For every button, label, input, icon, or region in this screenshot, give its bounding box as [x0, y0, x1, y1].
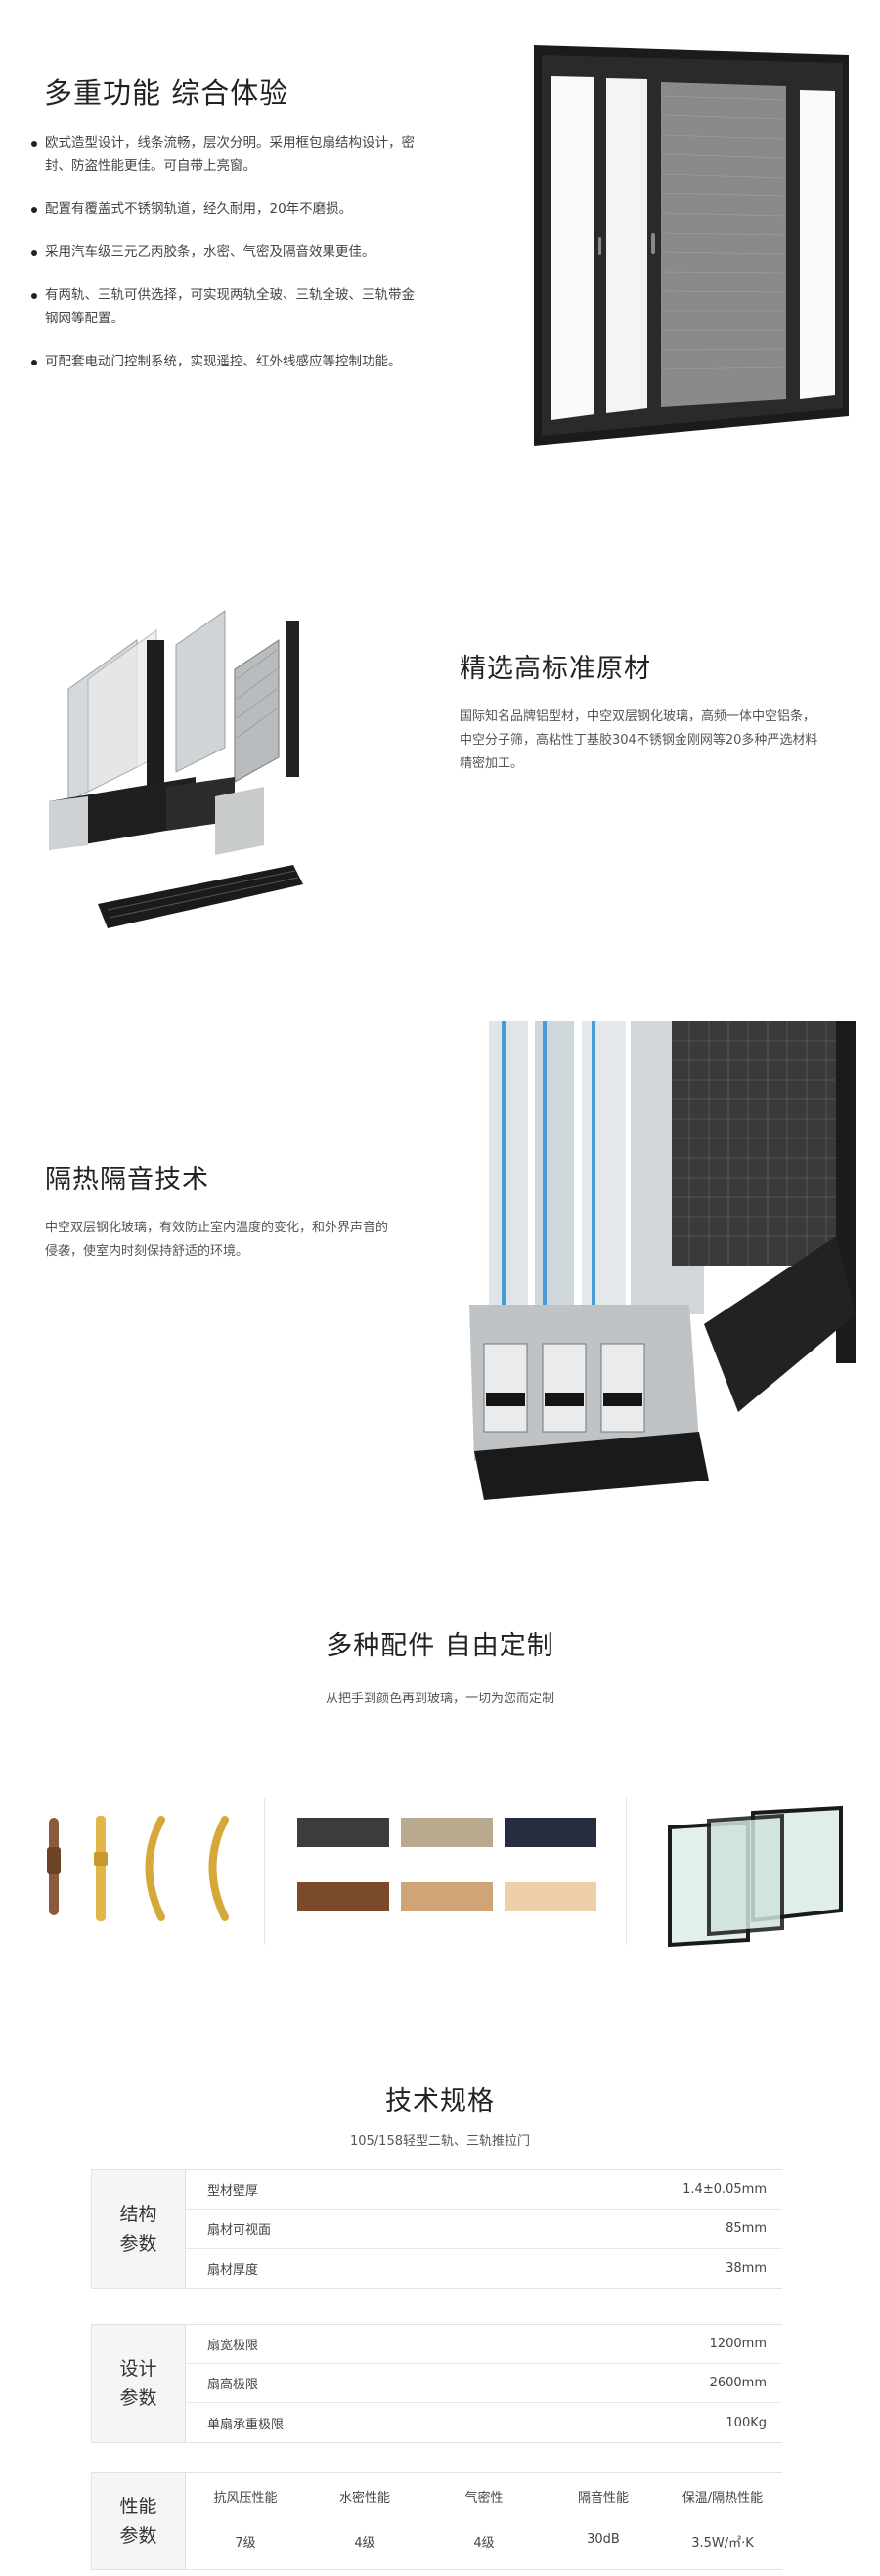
bullet-icon — [31, 207, 37, 213]
color-swatch[interactable] — [505, 1882, 596, 1911]
section4-title: 多种配件 自由定制 — [326, 1631, 554, 1661]
perf-value: 7级 — [235, 2536, 256, 2551]
perf-header: 抗风压性能 — [213, 2491, 278, 2506]
glass-panes-image — [668, 1805, 843, 1948]
feature-list: 欧式造型设计，线条流畅，层次分明。采用框包扇结构设计，密封、防盗性能更佳。可自带… — [31, 131, 422, 393]
perf-values: 7级 4级 4级 30dB 3.5W/㎡·K — [186, 2532, 782, 2551]
color-swatch[interactable] — [297, 1818, 389, 1847]
color-swatch[interactable] — [401, 1818, 493, 1847]
divider — [626, 1798, 627, 1945]
perf-headers: 抗风压性能 水密性能 气密性 隔音性能 保温/隔热性能 — [186, 2487, 782, 2506]
perf-value: 30dB — [587, 2532, 620, 2547]
section2-text: 国际知名品牌铝型材，中空双层钢化玻璃，高频一体中空铝条，中空分子筛，高粘性丁基胶… — [460, 709, 818, 771]
insulation-cutaway-image — [469, 1021, 856, 1500]
section1-title: 多重功能 综合体验 — [44, 76, 289, 109]
perf-header: 保温/隔热性能 — [682, 2491, 764, 2506]
bullet-icon — [31, 250, 37, 256]
sliding-door-image — [534, 45, 849, 446]
spec-structure-label: 结构参数 — [92, 2170, 186, 2288]
bullet-icon — [31, 293, 37, 299]
perf-header: 气密性 — [464, 2491, 504, 2506]
feature-item: 采用汽车级三元乙丙胶条，水密、气密及隔音效果更佳。 — [31, 240, 422, 264]
color-swatch[interactable] — [401, 1882, 493, 1911]
perf-value: 4级 — [473, 2536, 495, 2551]
feature-item: 配置有覆盖式不锈钢轨道，经久耐用，20年不磨损。 — [31, 197, 422, 221]
perf-header: 隔音性能 — [577, 2491, 629, 2506]
perf-value: 4级 — [354, 2536, 375, 2551]
section4-subtitle: 从把手到颜色再到玻璃，一切为您而定制 — [325, 1692, 554, 1706]
section3-title: 隔热隔音技术 — [45, 1165, 209, 1195]
feature-item: 欧式造型设计，线条流畅，层次分明。采用框包扇结构设计，密封、防盗性能更佳。可自带… — [31, 131, 422, 178]
spec-performance-label: 性能参数 — [92, 2473, 186, 2569]
section2-title: 精选高标准原材 — [460, 654, 651, 684]
perf-value: 3.5W/㎡·K — [691, 2536, 754, 2551]
spec-subtitle: 105/158轻型二轨、三轨推拉门 — [349, 2134, 530, 2149]
perf-header: 水密性能 — [338, 2491, 390, 2506]
handles-image — [47, 1816, 229, 1921]
section3-text: 中空双层钢化玻璃，有效防止室内温度的变化，和外界声音的侵袭，使室内时刻保持舒适的… — [45, 1221, 389, 1259]
profile-section-image — [49, 610, 303, 928]
spec-design-label: 设计参数 — [92, 2325, 186, 2442]
color-swatch[interactable] — [297, 1882, 389, 1911]
bullet-icon — [31, 360, 37, 365]
bullet-icon — [31, 141, 37, 147]
spec-performance: 性能参数 抗风压性能 水密性能 气密性 隔音性能 保温/隔热性能 7级 4级 4… — [91, 2472, 782, 2570]
feature-item: 有两轨、三轨可供选择，可实现两轨全玻、三轨全玻、三轨带金钢网等配置。 — [31, 283, 422, 330]
divider — [264, 1798, 265, 1945]
spec-title: 技术规格 — [385, 2086, 495, 2117]
feature-item: 可配套电动门控制系统，实现遥控、红外线感应等控制功能。 — [31, 350, 422, 373]
color-swatch[interactable] — [505, 1818, 596, 1847]
